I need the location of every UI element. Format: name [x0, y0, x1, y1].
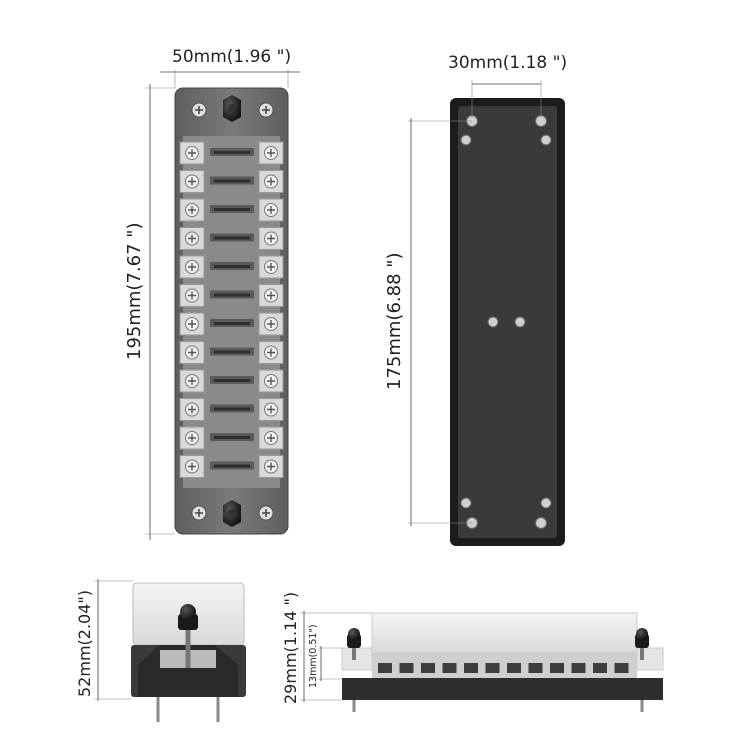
screw-icon: [185, 203, 199, 217]
screw-icon: [185, 317, 199, 331]
fuse-slot: [179, 284, 284, 307]
screw-icon: [460, 497, 472, 509]
screw-icon: [264, 345, 278, 360]
screw-icon: [191, 505, 207, 521]
back-height-label: 175mm(6.88 "): [384, 252, 405, 390]
screw-icon: [185, 231, 199, 246]
terminal: [614, 663, 629, 673]
screw-icon: [540, 497, 552, 509]
screw-icon: [264, 431, 278, 445]
screw-icon: [264, 146, 278, 160]
screw-icon: [185, 374, 199, 388]
screw-icon: [514, 316, 526, 328]
fuse-slot-group: [179, 141, 284, 478]
screw-icon: [185, 402, 199, 417]
fuse-slot: [179, 255, 284, 279]
back-spacing-label: 30mm(1.18 "): [448, 53, 567, 73]
screw-icon: [185, 174, 199, 189]
screw-icon: [264, 203, 278, 217]
screw-icon: [185, 431, 199, 445]
screw-icon: [185, 260, 199, 274]
base-height-label: 29mm(1.14 "): [281, 592, 300, 704]
back-height-dimension: 175mm(6.88 "): [384, 118, 472, 526]
screw-icon: [264, 231, 278, 246]
screw-icon: [460, 134, 472, 146]
long-base: [342, 678, 663, 700]
terminal: [421, 663, 435, 673]
front-width-label: 50mm(1.96 "): [172, 47, 291, 67]
long-cover: [371, 612, 638, 654]
screw-icon: [264, 288, 278, 303]
fuse-slot: [179, 398, 284, 421]
screw-icon: [264, 402, 278, 417]
terminal: [378, 663, 392, 673]
long-cover-left-end: [341, 647, 373, 671]
nut-icon: [635, 628, 649, 660]
side-height-label: 52mm(2.04"): [75, 590, 94, 697]
fuse-slot: [179, 198, 284, 222]
back-spacing-dimension: 30mm(1.18 "): [448, 53, 567, 118]
screw-icon: [540, 134, 552, 146]
terminal-height-label: 13mm(0.51"): [308, 624, 319, 688]
screw-icon: [264, 174, 278, 189]
screw-icon: [535, 517, 547, 529]
terminal: [464, 663, 478, 673]
nut-icon: [178, 604, 198, 630]
fuse-slot: [179, 141, 284, 165]
screw-icon: [264, 317, 278, 331]
end-side-view: 52mm(2.04"): [75, 579, 246, 722]
fuse-slot: [179, 312, 284, 336]
terminal: [442, 663, 457, 673]
screw-icon: [487, 316, 499, 328]
fuse-slot: [179, 455, 284, 478]
front-height-label: 195mm(7.67 "): [124, 222, 145, 360]
screw-icon: [185, 146, 199, 160]
nut-icon: [347, 628, 361, 660]
nut-icon: [223, 95, 241, 122]
screw-icon: [185, 288, 199, 303]
fuse-slot: [179, 170, 284, 193]
fuse-slot: [179, 369, 284, 393]
side-height-dimension: 52mm(2.04"): [75, 579, 133, 701]
terminal: [550, 663, 564, 673]
terminal: [571, 663, 586, 673]
screw-icon: [191, 102, 207, 118]
screw-icon: [258, 102, 274, 118]
screw-icon: [264, 260, 278, 274]
front-width-dimension: 50mm(1.96 "): [160, 47, 300, 88]
terminal-height-dimension: 13mm(0.51"): [308, 624, 342, 688]
nut-icon: [223, 500, 241, 527]
long-side-view: 29mm(1.14 ") 13mm(0.51"): [281, 592, 664, 712]
fuse-slot: [179, 227, 284, 250]
front-height-dimension: 195mm(7.67 "): [124, 84, 175, 540]
terminal: [528, 663, 543, 673]
terminal: [507, 663, 521, 673]
screw-icon: [264, 459, 278, 474]
front-view: 50mm(1.96 ") 195mm(7.67 "): [124, 47, 300, 540]
screw-icon: [264, 374, 278, 388]
base-height-dimension: 29mm(1.14 "): [281, 592, 372, 704]
terminal-group: [378, 663, 629, 673]
back-body-inner: [458, 106, 557, 538]
fuse-slot: [179, 341, 284, 364]
screw-icon: [258, 505, 274, 521]
fuse-slot: [179, 426, 284, 450]
terminal: [485, 663, 500, 673]
terminal: [593, 663, 607, 673]
back-view: 30mm(1.18 ") 175mm(6.88 "): [384, 53, 567, 546]
screw-icon: [185, 345, 199, 360]
terminal: [399, 663, 414, 673]
long-terminal-strip: [372, 653, 637, 679]
screw-icon: [185, 459, 199, 474]
